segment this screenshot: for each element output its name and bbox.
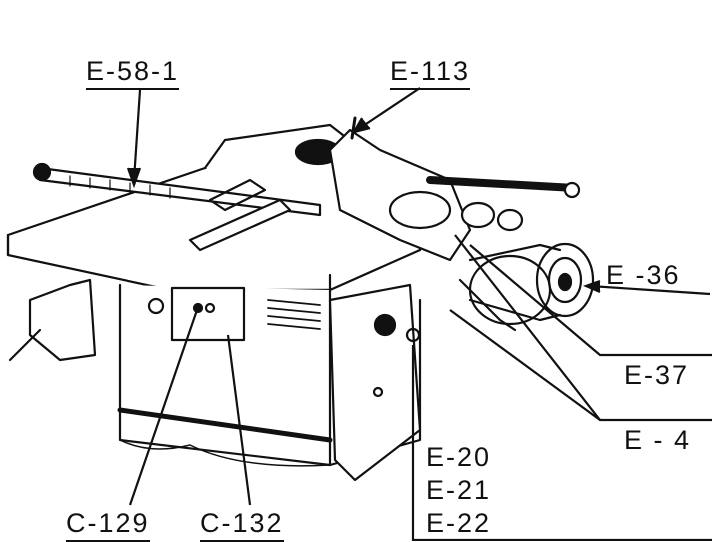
leader-e113 <box>359 87 421 129</box>
leader-c129 <box>128 309 199 506</box>
end-plate <box>328 283 422 482</box>
leader-e58 <box>132 89 142 181</box>
leader-e4b <box>449 309 601 421</box>
top-rod <box>426 176 579 192</box>
leader-e36 <box>589 284 711 296</box>
callout-e113: E-113 <box>390 58 471 90</box>
callout-e4: E - 4 <box>624 425 692 455</box>
miter-gauge <box>188 198 292 252</box>
leader-e20 <box>411 345 712 541</box>
callout-c132: C-132 <box>200 510 284 542</box>
leader-e37 <box>469 244 712 357</box>
callout-e58: E-58-1 <box>86 58 180 90</box>
callout-e36: E -36 <box>606 260 681 290</box>
callout-e21: E-21 <box>426 475 492 505</box>
callout-e20: E-20 <box>426 442 492 472</box>
side-bracket <box>28 278 97 362</box>
callout-e22: E-22 <box>426 508 492 538</box>
leader-c132 <box>226 334 252 506</box>
callout-e37: E-37 <box>624 360 690 390</box>
callout-c129: C-129 <box>66 510 150 542</box>
motor-housing <box>328 128 472 262</box>
access-panel <box>170 286 246 342</box>
